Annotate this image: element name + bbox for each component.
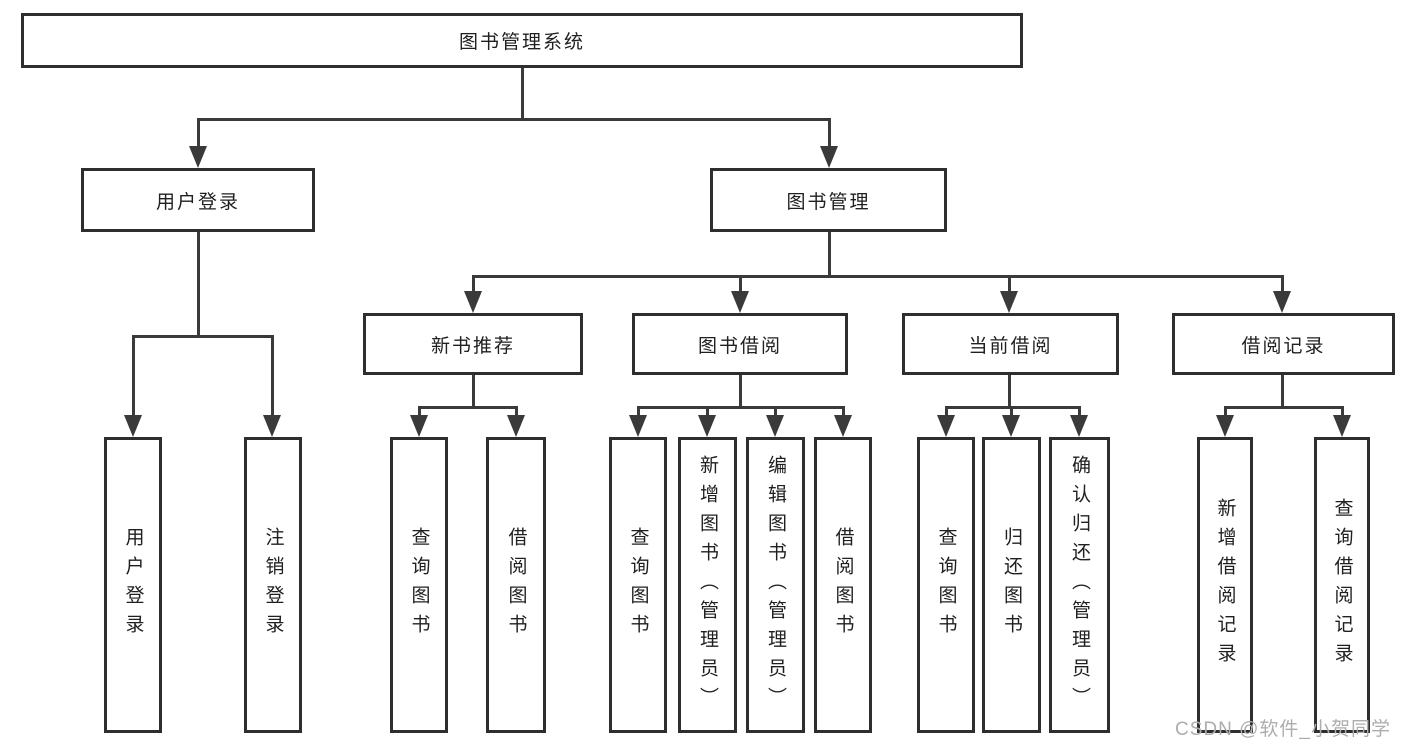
arrowhead-icon: [766, 415, 784, 437]
leaf-current-return: 归还图书: [982, 437, 1041, 733]
connector-bar: [196, 118, 831, 121]
arrowhead-icon: [410, 415, 428, 437]
connector-drop: [1280, 275, 1284, 293]
connector-bar: [636, 406, 845, 409]
node-new-book-label: 新书推荐: [430, 335, 515, 357]
node-new-book: 新书推荐: [363, 313, 583, 375]
leaf-newbook-borrow: 借阅图书: [486, 437, 546, 733]
leaf-current-confirm: 确认归还（管理员）: [1049, 437, 1110, 733]
arrowhead-icon: [834, 415, 852, 437]
arrowhead-icon: [1333, 415, 1351, 437]
node-borrow-records: 借阅记录: [1172, 313, 1395, 375]
node-book-mgmt: 图书管理: [710, 168, 947, 232]
connector-bar: [1223, 406, 1344, 409]
arrowhead-icon: [1216, 415, 1234, 437]
leaf-newbook-query-label: 查询图书: [408, 527, 430, 643]
connector-drop: [827, 118, 831, 148]
leaf-borrow-query-label: 查询图书: [627, 527, 649, 643]
leaf-logout-label: 注销登录: [262, 527, 284, 643]
arrowhead-icon: [629, 415, 647, 437]
node-book-mgmt-label: 图书管理: [786, 191, 871, 213]
connector-drop: [1009, 406, 1013, 417]
connector-drop: [1223, 406, 1227, 417]
connector-drop: [636, 406, 640, 417]
connector-bar: [131, 335, 274, 338]
leaf-newbook-borrow-label: 借阅图书: [505, 527, 527, 643]
arrowhead-icon: [731, 291, 749, 313]
arrowhead-icon: [937, 415, 955, 437]
arrowhead-icon: [1002, 415, 1020, 437]
connector-drop: [471, 275, 475, 293]
arrowhead-icon: [464, 291, 482, 313]
node-book-borrow-label: 图书借阅: [697, 335, 782, 357]
connector-drop: [705, 406, 709, 417]
node-user-login: 用户登录: [81, 168, 315, 232]
leaf-borrow-edit: 编辑图书（管理员）: [746, 437, 805, 733]
connector-drop: [196, 118, 200, 148]
node-root-label: 图书管理系统: [458, 32, 585, 53]
connector-drop: [738, 275, 742, 293]
connector-stem: [471, 375, 475, 409]
arrowhead-icon: [1070, 415, 1088, 437]
leaf-borrow-borrow: 借阅图书: [814, 437, 872, 733]
connector-drop: [131, 335, 135, 417]
node-root: 图书管理系统: [21, 13, 1023, 68]
connector-stem: [738, 375, 742, 409]
node-book-borrow: 图书借阅: [632, 313, 848, 375]
node-borrow-records-label: 借阅记录: [1241, 335, 1326, 357]
connector-drop: [1077, 406, 1081, 417]
leaf-current-confirm-label: 确认归还（管理员）: [1069, 454, 1090, 716]
leaf-user-login-label: 用户登录: [122, 527, 144, 643]
connector-drop: [270, 335, 274, 417]
leaf-records-query-label: 查询借阅记录: [1331, 498, 1353, 672]
leaf-user-login: 用户登录: [104, 437, 162, 733]
leaf-records-add-label: 新增借阅记录: [1214, 498, 1236, 672]
leaf-logout: 注销登录: [244, 437, 302, 733]
connector-drop: [773, 406, 777, 417]
leaf-borrow-query: 查询图书: [609, 437, 667, 733]
connector-stem: [1007, 375, 1011, 409]
node-current-borrow-label: 当前借阅: [968, 335, 1053, 357]
arrowhead-icon: [820, 146, 838, 168]
leaf-records-query: 查询借阅记录: [1314, 437, 1370, 733]
connector-bar: [944, 406, 1081, 409]
node-current-borrow: 当前借阅: [902, 313, 1119, 375]
leaf-borrow-borrow-label: 借阅图书: [832, 527, 854, 643]
leaf-borrow-edit-label: 编辑图书（管理员）: [765, 454, 786, 716]
arrowhead-icon: [1000, 291, 1018, 313]
connector-bar: [471, 275, 1284, 278]
leaf-current-return-label: 归还图书: [1001, 527, 1022, 643]
connector-bar: [417, 406, 518, 409]
connector-drop: [1007, 275, 1011, 293]
arrowhead-icon: [507, 415, 525, 437]
connector-drop: [944, 406, 948, 417]
connector-drop: [841, 406, 845, 417]
arrowhead-icon: [189, 146, 207, 168]
leaf-current-query: 查询图书: [917, 437, 975, 733]
arrowhead-icon: [1273, 291, 1291, 313]
watermark: CSDN @软件_小贺同学: [1175, 719, 1391, 740]
connector-stem: [1280, 375, 1284, 409]
leaf-records-add: 新增借阅记录: [1197, 437, 1253, 733]
connector-stem: [520, 68, 524, 121]
connector-stem: [827, 232, 831, 278]
leaf-newbook-query: 查询图书: [390, 437, 448, 733]
connector-drop: [1340, 406, 1344, 417]
arrowhead-icon: [698, 415, 716, 437]
node-user-login-label: 用户登录: [155, 191, 240, 213]
leaf-borrow-add: 新增图书（管理员）: [678, 437, 737, 733]
connector-stem: [196, 232, 200, 338]
leaf-borrow-add-label: 新增图书（管理员）: [697, 454, 718, 716]
connector-drop: [514, 406, 518, 417]
arrowhead-icon: [263, 415, 281, 437]
connector-drop: [417, 406, 421, 417]
arrowhead-icon: [124, 415, 142, 437]
leaf-current-query-label: 查询图书: [935, 527, 957, 643]
